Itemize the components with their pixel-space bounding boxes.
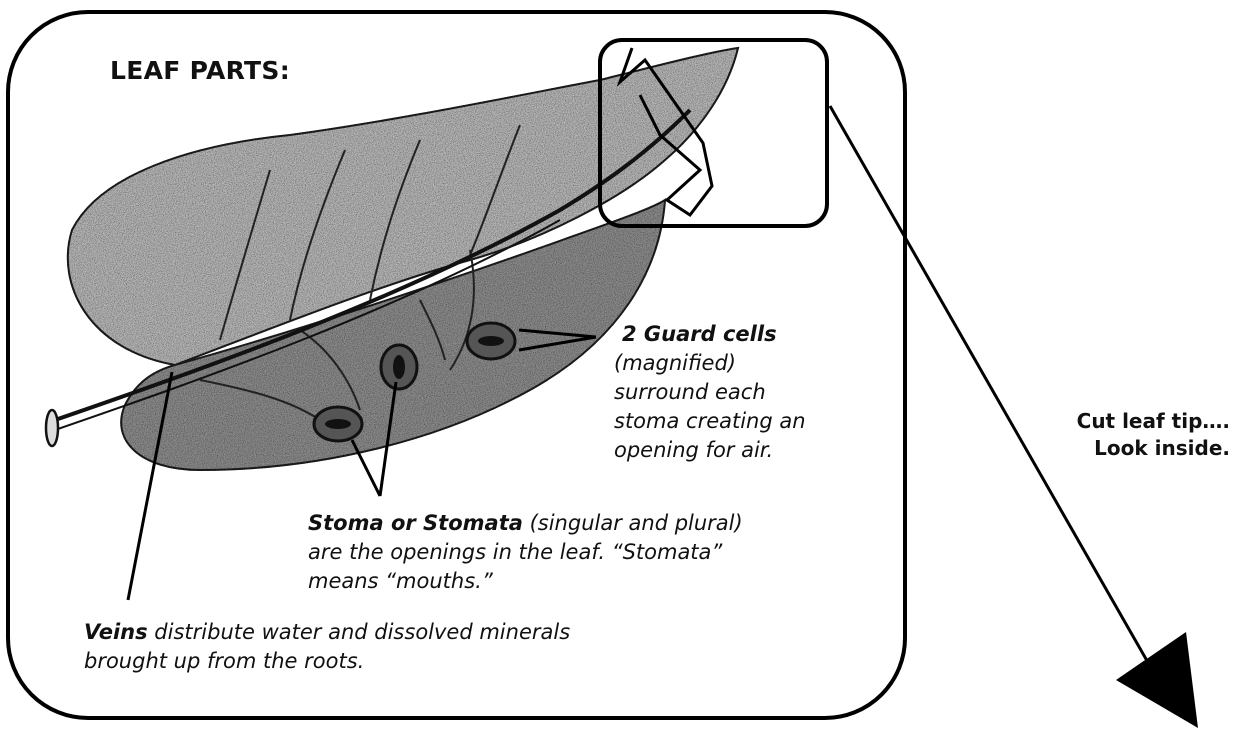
veins-line-2: brought up from the roots.	[84, 647, 684, 676]
cut-tip-label: Cut leaf tip…. Look inside.	[1077, 408, 1230, 462]
stomata-line-3: means “mouths.”	[308, 567, 848, 596]
guard-cells-line-2: surround each	[614, 378, 884, 407]
diagram-title: LEAF PARTS:	[110, 56, 290, 85]
stomata-line-2: are the openings in the leaf. “Stomata”	[308, 538, 848, 567]
cut-tip-arrowhead	[1116, 632, 1198, 728]
stomata-label: Stoma or Stomata (singular and plural) a…	[308, 509, 848, 596]
veins-rest: distribute water and dissolved minerals	[148, 620, 571, 644]
cut-tip-line-2: Look inside.	[1077, 435, 1230, 462]
guard-cells-label: 2 Guard cells (magnified) surround each …	[614, 320, 884, 465]
guard-cells-line-3: stoma creating an	[614, 407, 884, 436]
cut-tip-line-1: Cut leaf tip….	[1077, 408, 1230, 435]
guard-cells-line-4: opening for air.	[614, 436, 884, 465]
veins-label: Veins distribute water and dissolved min…	[84, 618, 684, 676]
stomata-paren: (singular and plural)	[523, 511, 743, 535]
guard-cells-line-1: (magnified)	[614, 349, 884, 378]
stomata-term: Stoma or Stomata	[308, 511, 523, 535]
leaf-stem-end	[46, 410, 58, 446]
guard-cells-term: 2 Guard cells	[614, 320, 884, 349]
veins-term: Veins	[84, 620, 148, 644]
